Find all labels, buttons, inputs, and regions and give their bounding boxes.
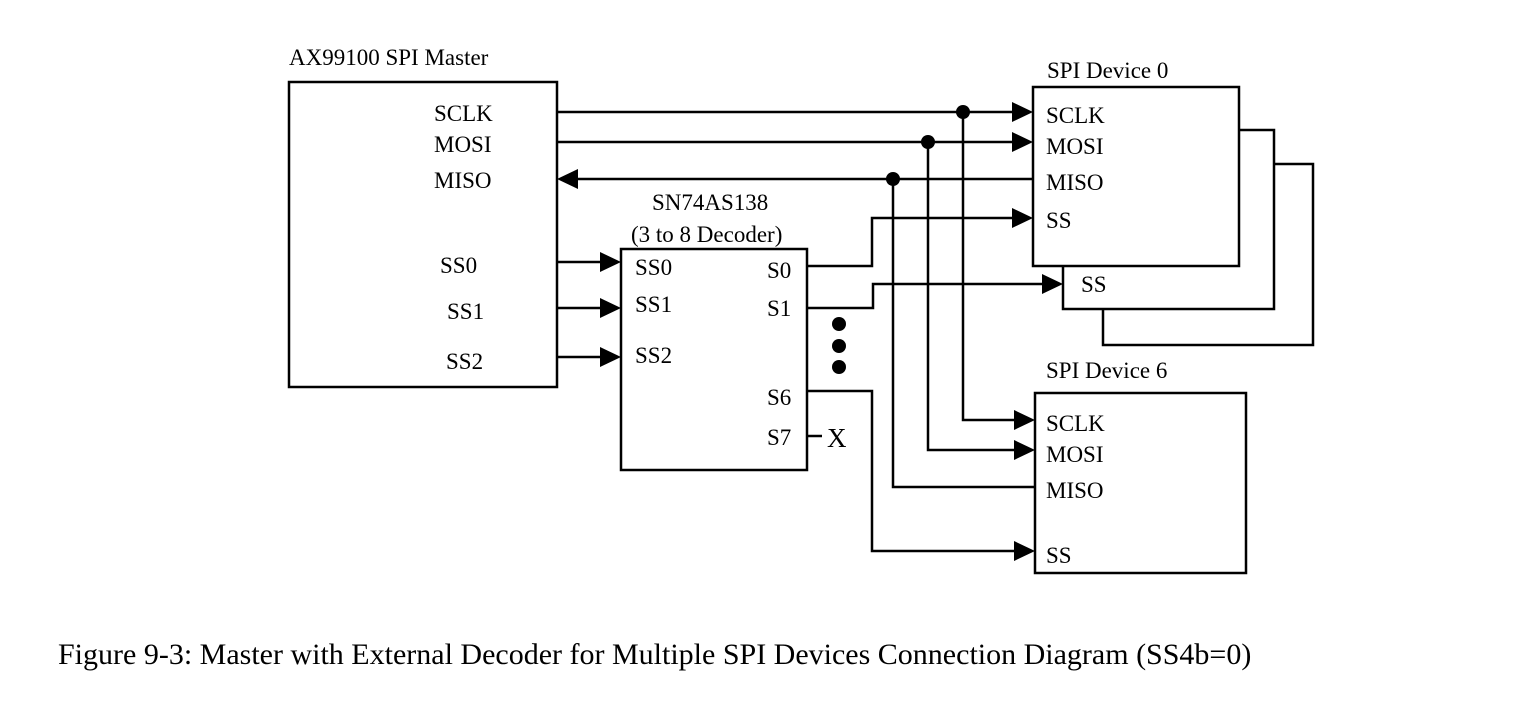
decoder-subtitle: (3 to 8 Decoder) <box>631 222 782 247</box>
ellipsis-dot <box>832 360 846 374</box>
wire-sclk-dev6 <box>961 112 1035 430</box>
spi-device-0-box <box>1031 85 1241 268</box>
spi-master-box <box>287 80 559 389</box>
decoder-output-s7: S7 <box>767 425 791 450</box>
master-pin-mosi: MOSI <box>434 132 492 157</box>
wire-ss1 <box>557 298 621 318</box>
wire-mosi-dev6 <box>926 142 1035 460</box>
decoder-input-ss1: SS1 <box>635 292 672 317</box>
wire-s1-to-device1-ss <box>807 274 1063 310</box>
device6-pin-ss: SS <box>1046 543 1072 568</box>
device6-pin-miso: MISO <box>1046 478 1104 503</box>
ellipsis-dot <box>832 339 846 353</box>
decoder-output-s6: S6 <box>767 385 791 410</box>
wire-s6-to-device6-ss <box>807 389 1035 561</box>
master-pin-ss2: SS2 <box>446 349 483 374</box>
device6-pin-mosi: MOSI <box>1046 442 1104 467</box>
wire-miso-dev6 <box>891 179 1035 489</box>
wire-mosi <box>557 132 1033 152</box>
wire-ss2 <box>557 347 621 367</box>
wire-sclk <box>557 102 1033 122</box>
wire-ss0 <box>557 252 621 272</box>
master-pin-ss0: SS0 <box>440 253 477 278</box>
spi-device-6-box <box>1033 391 1248 575</box>
decoder-output-s0: S0 <box>767 258 791 283</box>
ellipsis-dot <box>832 317 846 331</box>
decoder-input-ss2: SS2 <box>635 343 672 368</box>
unconnected-mark: X <box>827 423 847 453</box>
device0-pin-mosi: MOSI <box>1046 134 1104 159</box>
device1-pin-ss: SS <box>1081 272 1107 297</box>
master-pin-ss1: SS1 <box>447 299 484 324</box>
figure-caption: Figure 9-3: Master with External Decoder… <box>58 638 1251 671</box>
decoder-input-ss0: SS0 <box>635 255 672 280</box>
decoder-box <box>619 247 809 472</box>
decoder-output-s1: S1 <box>767 296 791 321</box>
device6-pin-sclk: SCLK <box>1046 411 1105 436</box>
device0-title: SPI Device 0 <box>1047 58 1168 83</box>
device0-pin-sclk: SCLK <box>1046 103 1105 128</box>
master-pin-sclk: SCLK <box>434 101 493 126</box>
wire-s0-to-device0-ss <box>807 208 1033 268</box>
decoder-title: SN74AS138 <box>652 190 768 215</box>
device0-pin-ss: SS <box>1046 208 1072 233</box>
device0-pin-miso: MISO <box>1046 170 1104 195</box>
device6-title: SPI Device 6 <box>1046 358 1167 383</box>
master-title: AX99100 SPI Master <box>289 45 489 70</box>
wire-miso <box>557 169 1033 189</box>
master-pin-miso: MISO <box>434 168 492 193</box>
